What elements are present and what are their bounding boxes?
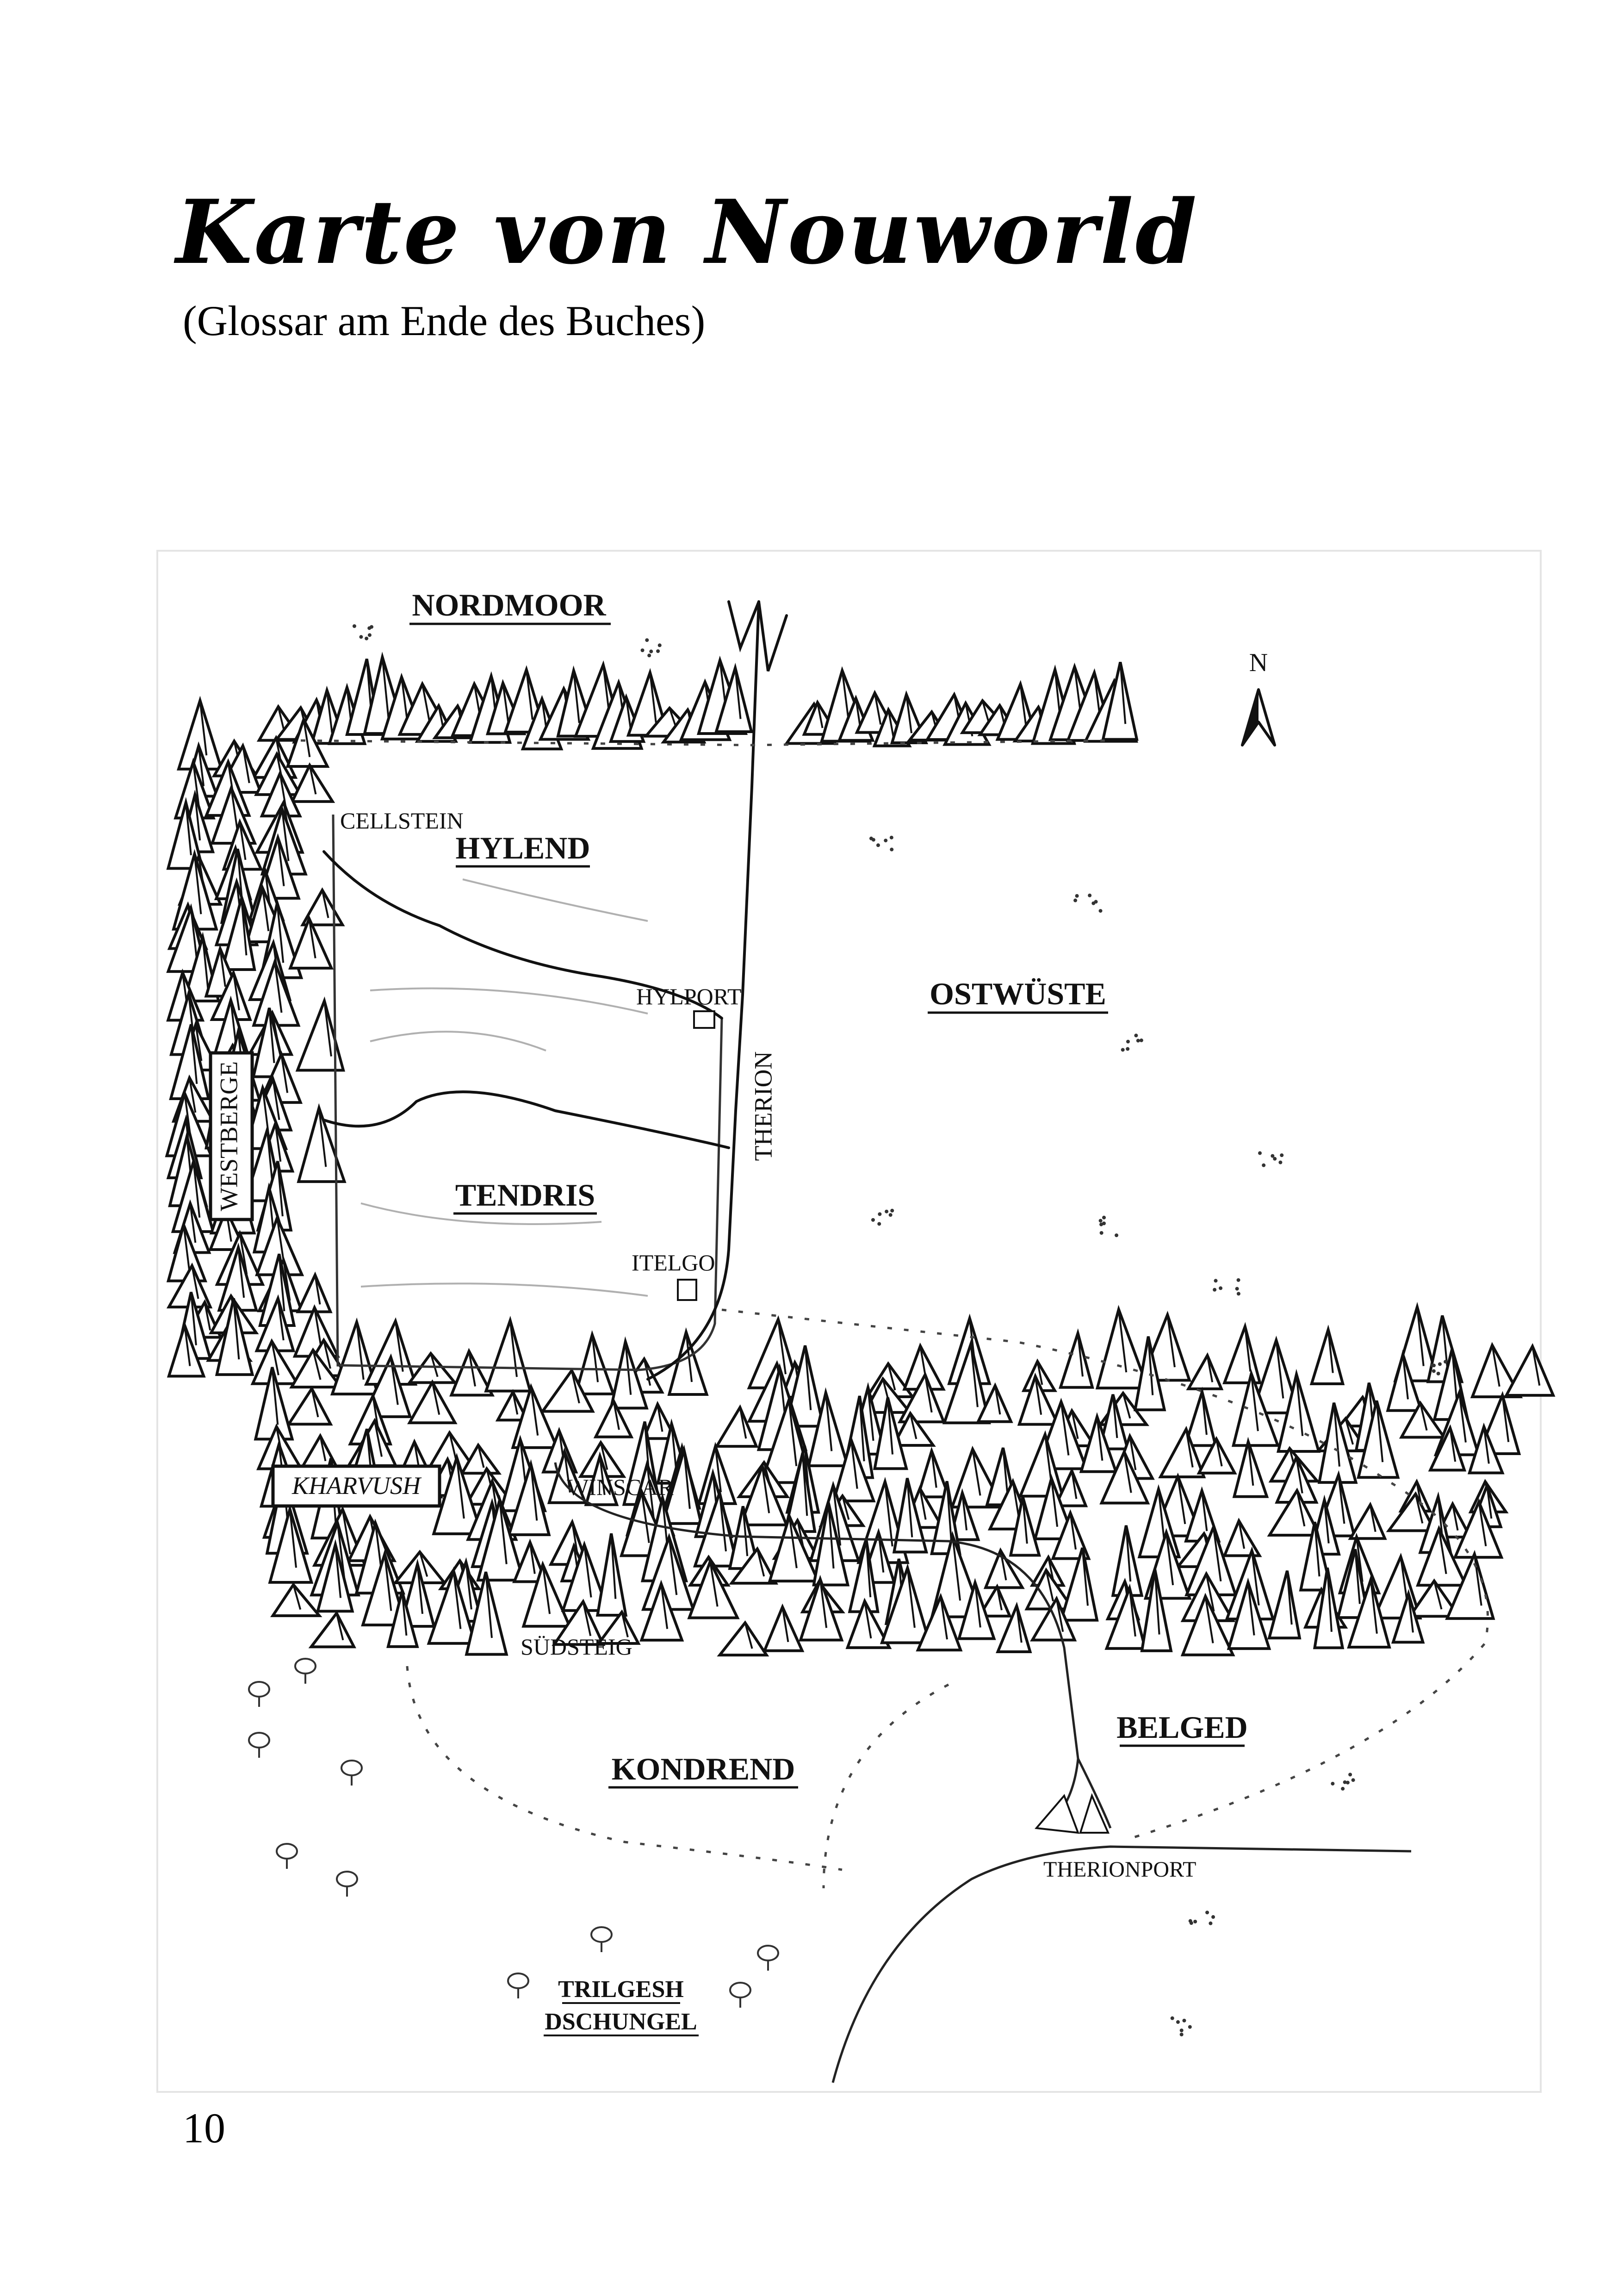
place-itelgo: ITELGO bbox=[632, 1250, 715, 1276]
dotted-borders bbox=[300, 739, 1489, 1889]
rivers bbox=[322, 600, 788, 1381]
northern-mountains bbox=[256, 652, 1139, 751]
winscar-road bbox=[554, 1462, 1079, 1829]
place-winscar: WINSCAR bbox=[567, 1474, 674, 1500]
region-nordmoor: NORDMOOR bbox=[412, 587, 606, 622]
place-hylport: HYLPORT bbox=[636, 983, 742, 1009]
road-fork bbox=[1077, 1758, 1112, 1829]
region-kharvush: KHARVUSH bbox=[291, 1472, 422, 1500]
river-branch-left bbox=[727, 600, 760, 653]
page-title: Karte von Nouworld bbox=[176, 180, 1199, 284]
itelgo-symbol bbox=[677, 1279, 697, 1301]
westberge-box bbox=[209, 1051, 254, 1221]
therion-river bbox=[646, 600, 760, 1381]
region-hylend: HYLEND bbox=[456, 830, 590, 865]
region-tendris: TENDRIS bbox=[455, 1177, 595, 1213]
roads bbox=[554, 1462, 1112, 1829]
map-frame bbox=[156, 550, 1542, 2093]
region-dschungel: DSCHUNGEL bbox=[545, 2009, 697, 2035]
field-lines bbox=[360, 878, 648, 1297]
place-suedsteig: SÜDSTEIG bbox=[521, 1634, 632, 1660]
western-mountains bbox=[165, 696, 349, 1385]
region-belged: BELGED bbox=[1116, 1710, 1247, 1745]
therionport-symbol bbox=[1035, 1793, 1110, 1834]
place-labels: CELLSTEIN HYLPORT ITELGO WINSCAR SÜDSTEI… bbox=[340, 808, 1196, 1882]
hylend-tributary bbox=[322, 850, 723, 1020]
region-ostwueste: OSTWÜSTE bbox=[930, 976, 1106, 1011]
page-number: 10 bbox=[183, 2104, 225, 2152]
river-therion: THERION bbox=[749, 1052, 777, 1161]
region-westberge: WESTBERGE bbox=[215, 1061, 242, 1211]
place-therionport: THERIONPORT bbox=[1043, 1857, 1196, 1882]
tree-symbols bbox=[248, 1658, 779, 2008]
region-trilgesh: TRILGESH bbox=[558, 1976, 684, 2003]
valley-outline bbox=[332, 814, 723, 1371]
compass-rose: N bbox=[1241, 648, 1276, 747]
kharvush-box bbox=[271, 1464, 441, 1508]
region-labels: NORDMOOR HYLEND OSTWÜSTE TENDRIS BELGED … bbox=[409, 587, 1248, 2036]
terrain-speckles bbox=[352, 624, 1448, 2036]
tendris-tributary bbox=[322, 1090, 730, 1149]
southern-mountains bbox=[254, 1301, 1556, 1657]
coastline bbox=[831, 1845, 1412, 2083]
compass-label: N bbox=[1249, 648, 1268, 677]
place-cellstein: CELLSTEIN bbox=[340, 808, 464, 834]
page-subtitle: (Glossar am Ende des Buches) bbox=[183, 297, 706, 344]
settlement-symbols bbox=[677, 1010, 1110, 1834]
region-kondrend: KONDREND bbox=[612, 1751, 795, 1786]
hylport-symbol bbox=[693, 1010, 715, 1029]
river-branch-right bbox=[757, 600, 788, 672]
